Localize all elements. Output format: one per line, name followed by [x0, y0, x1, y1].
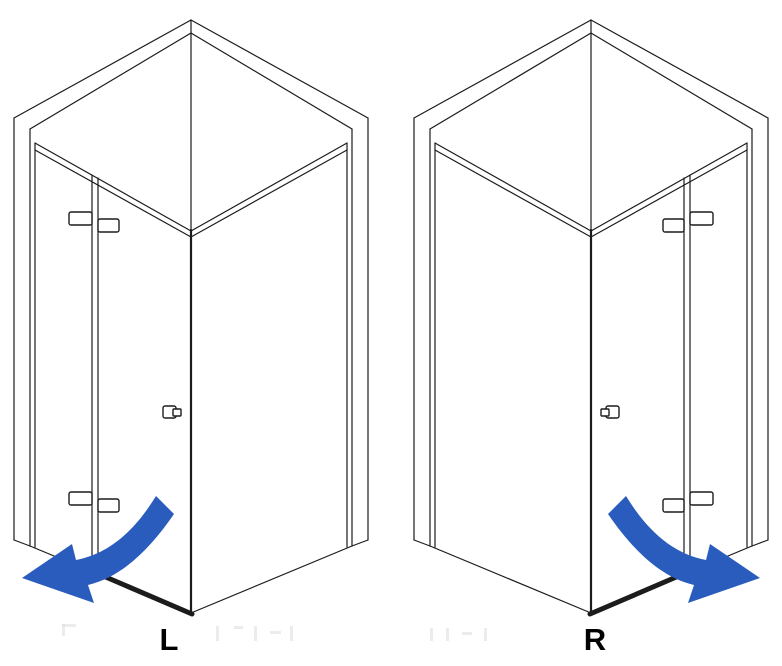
shower-enclosure-right-diagram [406, 6, 776, 622]
faded-print-artifact [234, 626, 243, 629]
shower-enclosure-left-diagram [6, 6, 376, 622]
right-variant-label: R [583, 622, 607, 657]
faded-print-artifact [254, 626, 257, 641]
faded-print-artifact [484, 628, 487, 641]
faded-print-artifact [62, 624, 76, 627]
faded-print-artifact [446, 628, 449, 641]
right-variant-figure: R [406, 6, 776, 655]
left-variant-label: L [159, 622, 179, 657]
left-variant-figure: L [6, 6, 376, 655]
faded-print-artifact [270, 631, 281, 634]
faded-print-artifact [290, 626, 293, 641]
faded-print-artifact [62, 624, 65, 636]
faded-print-artifact [430, 628, 433, 641]
faded-print-artifact [462, 632, 472, 635]
faded-print-artifact [216, 626, 219, 641]
